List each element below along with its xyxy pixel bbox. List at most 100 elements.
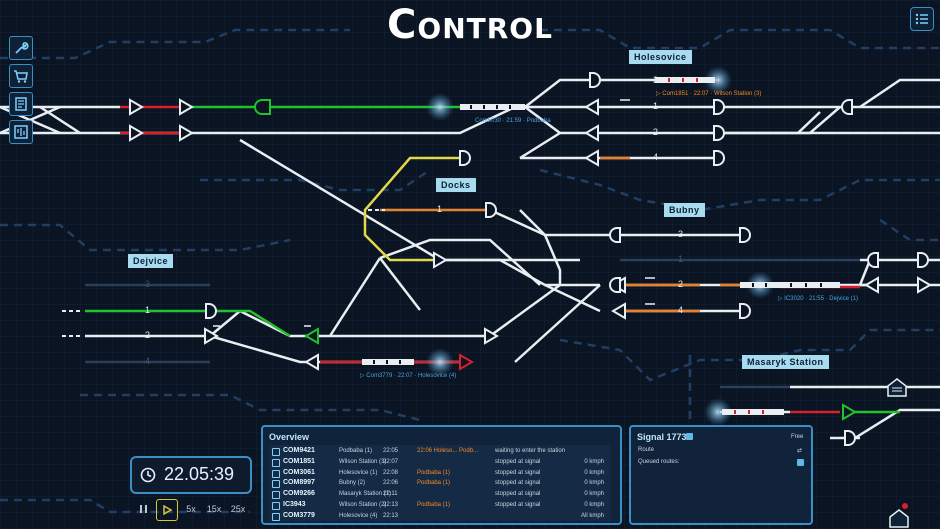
signal-icon[interactable] bbox=[129, 98, 144, 116]
schedule-button[interactable] bbox=[9, 92, 33, 116]
track-number: 1 bbox=[145, 305, 151, 315]
signal-checkbox[interactable] bbox=[686, 433, 693, 440]
signal-icon[interactable] bbox=[433, 251, 448, 269]
signal-icon[interactable] bbox=[584, 124, 599, 142]
track-number: 1 bbox=[678, 254, 684, 264]
signal-icon[interactable] bbox=[844, 430, 856, 446]
station-label-bubny[interactable]: Bubny bbox=[664, 203, 705, 217]
train-ic3020[interactable] bbox=[740, 271, 840, 299]
signal-icon[interactable] bbox=[304, 353, 319, 371]
train-speed: All kmph bbox=[580, 512, 604, 519]
signal-icon[interactable] bbox=[304, 327, 319, 345]
train-icon bbox=[272, 448, 280, 456]
overview-row[interactable]: COM3779 Holesovice (4) 22:13 All kmph bbox=[269, 511, 611, 521]
signal-icon[interactable] bbox=[584, 149, 599, 167]
train-message: stopped at signal bbox=[495, 469, 541, 476]
signal-icon[interactable] bbox=[867, 252, 879, 268]
signal-icon[interactable] bbox=[205, 303, 217, 319]
signal-icon[interactable] bbox=[589, 72, 601, 88]
signal-icon[interactable] bbox=[841, 99, 853, 115]
train-com5030[interactable] bbox=[426, 93, 525, 121]
signal-icon[interactable] bbox=[713, 99, 725, 115]
train-next: Podbaba (1) bbox=[417, 480, 451, 487]
train-message: waiting to enter the station bbox=[495, 448, 566, 454]
train-time: 22:13 bbox=[383, 502, 399, 508]
swap-icon[interactable]: ⇄ bbox=[797, 448, 803, 454]
train-id: COM9421 bbox=[283, 447, 315, 454]
train-label: ▷ Com3779 · 22:07 · Holesovice (4) bbox=[360, 373, 457, 379]
station-label-docks[interactable]: Docks bbox=[436, 178, 476, 192]
depot-icon[interactable] bbox=[887, 378, 907, 397]
signal-icon[interactable] bbox=[917, 276, 932, 294]
track-number: 2 bbox=[145, 330, 151, 340]
pause-button[interactable] bbox=[136, 499, 152, 519]
signal-icon[interactable] bbox=[179, 124, 194, 142]
shop-button[interactable] bbox=[9, 64, 33, 88]
train-com3779[interactable] bbox=[362, 348, 454, 376]
station-label-dejvice[interactable]: Dejvice bbox=[128, 254, 174, 268]
timetable-button[interactable] bbox=[9, 120, 33, 144]
train-icon bbox=[272, 512, 280, 521]
train-id: IC3943 bbox=[283, 501, 306, 508]
clock-time: 22.05:39 bbox=[164, 464, 235, 484]
signal-icon[interactable] bbox=[864, 276, 879, 294]
train-speed: 0 kmph bbox=[584, 502, 604, 508]
station-label-holesovice[interactable]: Holesovice bbox=[629, 50, 692, 64]
signal-icon[interactable] bbox=[485, 202, 497, 218]
train-icon bbox=[272, 502, 280, 510]
train-next: Podbaba (1) bbox=[417, 469, 451, 476]
play-button[interactable] bbox=[156, 499, 178, 521]
signal-icon[interactable] bbox=[609, 277, 621, 293]
menu-button[interactable] bbox=[910, 7, 934, 31]
signal-icon[interactable] bbox=[917, 252, 929, 268]
train-station: Holesovice (1) bbox=[339, 469, 378, 476]
signal-icon[interactable] bbox=[739, 303, 751, 319]
cart-icon bbox=[14, 70, 28, 83]
signal-icon[interactable] bbox=[584, 98, 599, 116]
train-icon bbox=[272, 491, 280, 500]
signal-icon[interactable] bbox=[739, 227, 751, 243]
queued-checkbox[interactable] bbox=[797, 459, 804, 466]
train-id: COM3779 bbox=[283, 511, 315, 519]
train-message: stopped at signal bbox=[495, 502, 541, 508]
speed-5x-button[interactable]: 5x bbox=[186, 504, 196, 514]
signal-panel: Signal 1773 Free Route ⇄ Queued routes: bbox=[629, 425, 813, 525]
train-station: Bubny (2) bbox=[339, 480, 366, 487]
signal-icon[interactable] bbox=[129, 124, 144, 142]
track-number: 4 bbox=[145, 356, 151, 366]
signal-icon[interactable] bbox=[611, 302, 626, 320]
signal-icon[interactable] bbox=[713, 125, 725, 141]
signal-icon[interactable] bbox=[459, 353, 474, 371]
tools-button[interactable] bbox=[9, 36, 33, 60]
wrench-icon bbox=[15, 42, 29, 54]
book-icon bbox=[15, 97, 27, 111]
track-number: 2 bbox=[653, 127, 659, 137]
train-com1851[interactable] bbox=[655, 66, 732, 94]
train-time: 22:13 bbox=[383, 512, 399, 519]
signal-icon[interactable] bbox=[179, 98, 194, 116]
train-masaryk[interactable] bbox=[704, 398, 784, 426]
train-station: Holesovice (4) bbox=[339, 512, 378, 519]
signal-icon[interactable] bbox=[254, 99, 271, 115]
train-next: Podbaba (1) bbox=[417, 502, 451, 508]
signal-icon[interactable] bbox=[842, 403, 857, 421]
signal-icon[interactable] bbox=[609, 227, 621, 243]
station-label-masaryk[interactable]: Masaryk Station bbox=[742, 355, 829, 369]
train-message: stopped at signal bbox=[495, 480, 541, 487]
train-time: 22:08 bbox=[383, 469, 399, 476]
depot-icon[interactable] bbox=[889, 503, 909, 528]
speed-25x-button[interactable]: 25x bbox=[230, 504, 246, 514]
speed-15x-button[interactable]: 15x bbox=[206, 504, 222, 514]
signal-icon[interactable] bbox=[484, 327, 499, 345]
signal-icon[interactable] bbox=[713, 150, 725, 166]
signal-icon[interactable] bbox=[459, 150, 471, 166]
signal-icon[interactable] bbox=[204, 327, 219, 345]
